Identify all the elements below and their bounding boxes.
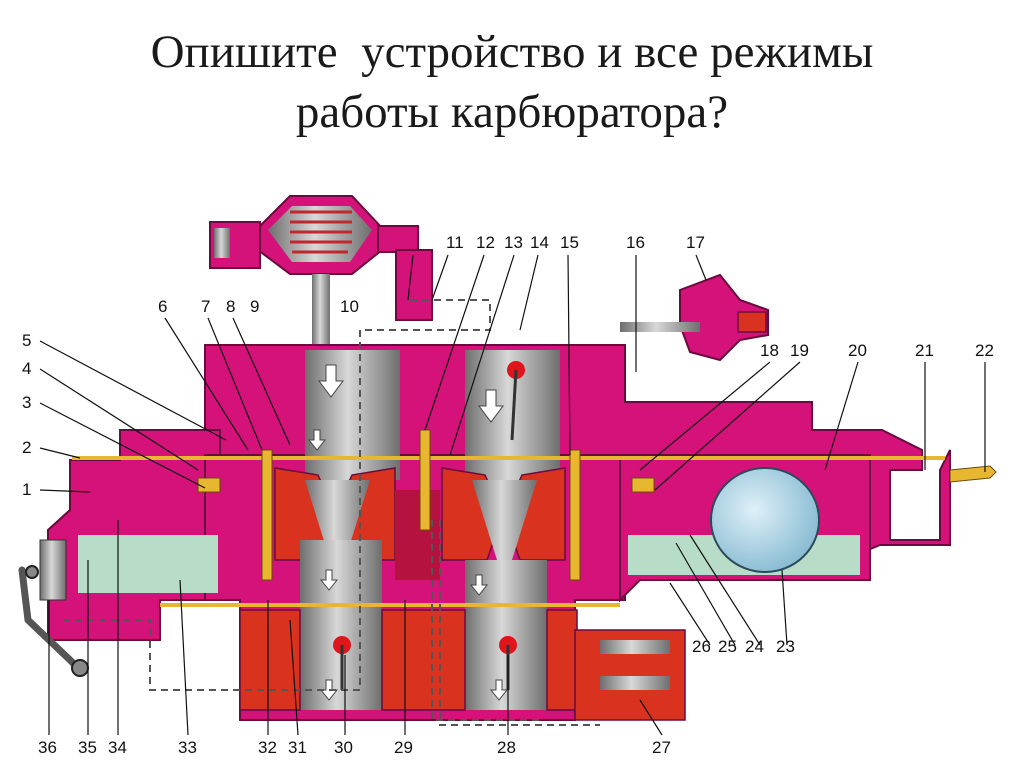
callout-label: 31 <box>288 738 307 757</box>
title-line-2: работы карбюратора? <box>295 86 729 138</box>
callout-label: 26 <box>692 637 711 656</box>
callout-label: 1 <box>22 480 31 499</box>
callout-label: 24 <box>745 637 764 656</box>
callout-label: 36 <box>38 738 57 757</box>
callout-label: 30 <box>334 738 353 757</box>
callout-label: 18 <box>760 341 779 360</box>
throttle-valves <box>333 361 525 690</box>
airflow-arrows <box>307 364 509 701</box>
callout-label: 2 <box>22 438 31 457</box>
gaskets <box>72 456 945 607</box>
callout-label: 32 <box>258 738 277 757</box>
callout-label: 15 <box>560 233 579 252</box>
callout-label: 27 <box>652 738 671 757</box>
callout-label: 11 <box>446 233 464 252</box>
callout-label: 10 <box>340 297 359 316</box>
leader-lines <box>39 254 986 736</box>
callout-label: 20 <box>848 341 867 360</box>
callout-label: 22 <box>975 341 994 360</box>
callout-label: 28 <box>497 738 516 757</box>
callout-label: 12 <box>476 233 495 252</box>
callout-label: 4 <box>22 359 31 378</box>
callout-label: 33 <box>178 738 197 757</box>
callout-label: 29 <box>394 738 413 757</box>
float <box>710 467 820 573</box>
callout-label: 16 <box>626 233 645 252</box>
jets <box>197 429 655 581</box>
callout-label: 3 <box>22 393 31 412</box>
callout-label: 17 <box>686 233 705 252</box>
callout-label: 7 <box>201 297 210 316</box>
callout-label: 34 <box>108 738 127 757</box>
callout-label: 14 <box>530 233 549 252</box>
diffusers <box>274 467 566 561</box>
title-line-1: Опишите устройство и все режимы <box>150 26 874 78</box>
callout-label: 8 <box>226 297 235 316</box>
callout-label: 23 <box>776 637 795 656</box>
callout-label: 21 <box>915 341 934 360</box>
callout-label: 6 <box>158 297 167 316</box>
fuel-valve-unit <box>620 273 769 362</box>
callout-label: 25 <box>718 637 737 656</box>
lower-flange <box>239 609 686 721</box>
callout-label: 5 <box>22 331 31 350</box>
callout-label: 13 <box>504 233 523 252</box>
callout-label: 19 <box>790 341 809 360</box>
diaphragm-unit <box>209 195 433 344</box>
vacuum-channels <box>60 299 600 726</box>
fuel-inlet <box>949 465 997 483</box>
page-title: Опишите устройство и все режимы работы к… <box>0 22 1024 142</box>
callout-label: 35 <box>78 738 97 757</box>
callout-label: 9 <box>250 297 259 316</box>
callout-labels: 5 4 3 2 1 6 7 8 9 10 11 12 13 14 15 16 1… <box>22 233 994 757</box>
